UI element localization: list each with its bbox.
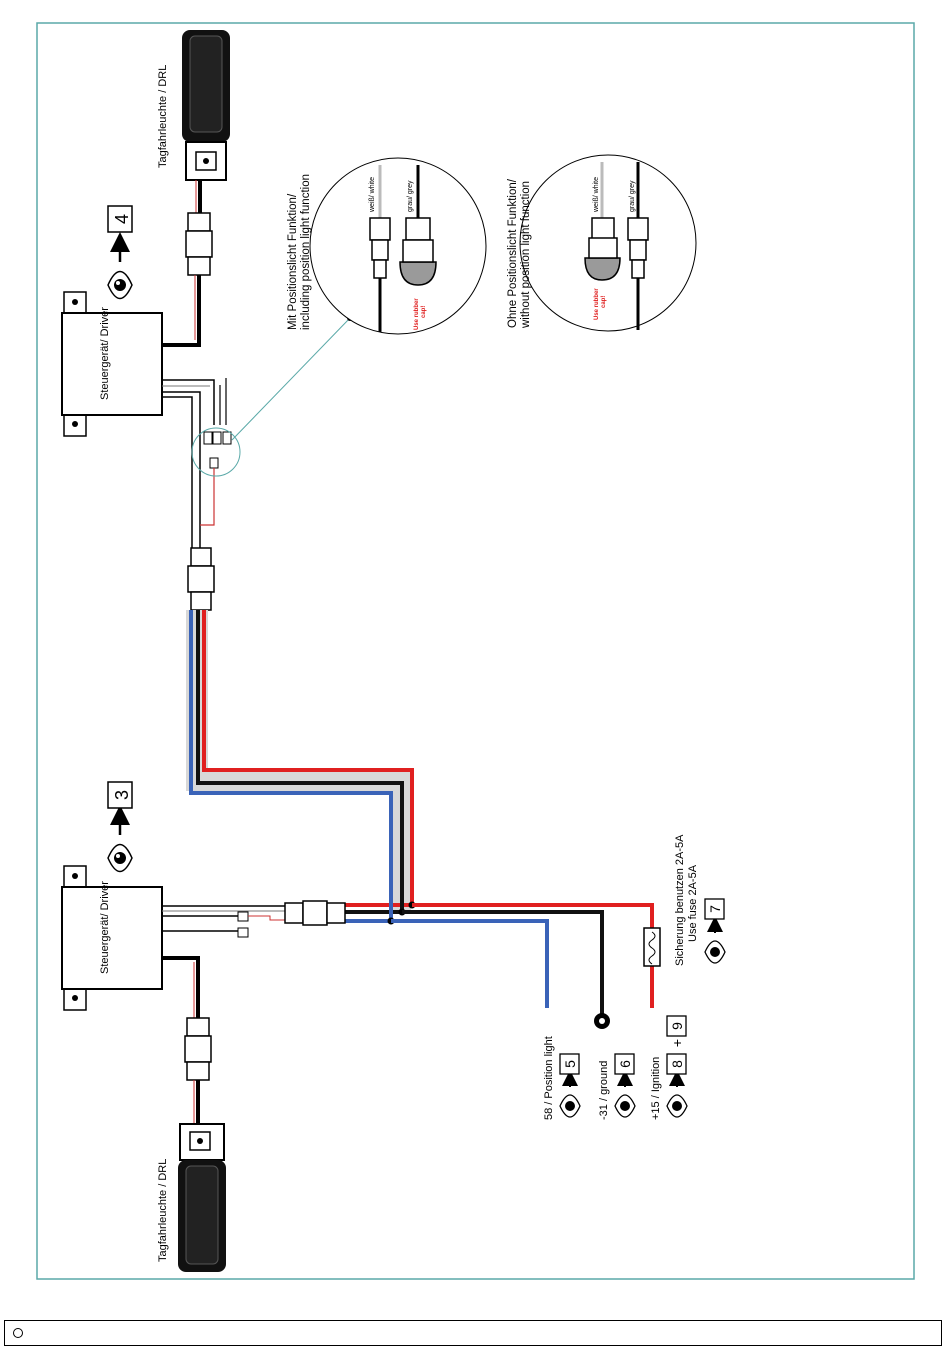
step-number-7: 7 [707,905,723,913]
position-light-label: 58 / Position light [543,1036,555,1120]
inset1-white-label: weiß/ white [369,177,376,213]
inset2-rubber-cap-2: cap! [601,296,607,308]
step-number-4: 4 [112,214,132,224]
step-box-9 [666,1015,687,1037]
main-harness [186,610,654,1014]
main-connector-top [187,547,215,611]
eye-icon [107,843,133,873]
inset2-subtitle: without position light function [520,181,532,329]
bottom-driver-wires [162,900,346,938]
footer-circle-icon [13,1328,23,1338]
eye-icon [704,940,726,964]
inset1-title: Mit Positionslicht Funktion/ [287,193,299,330]
step-box-7 [704,898,725,920]
inset1-rubber-cap-2: cap! [421,306,427,318]
fuse-icon [643,927,661,967]
inset1-rubber-cap-1: Use rubber [414,298,420,330]
step-number-9: 9 [669,1022,685,1030]
eye-icon [614,1094,636,1118]
eye-icon [666,1094,688,1118]
driver-label-bottom: Steuergerät/ Driver [99,881,111,974]
drl-connector-top [162,180,213,347]
step-number-3: 3 [112,790,132,800]
step-box-5 [559,1053,580,1075]
step-number-5: 5 [562,1060,578,1068]
driver-label-top: Steuergerät/ Driver [99,307,111,400]
inset2-title: Ohne Positionslicht Funktion/ [507,178,519,328]
step-box-4 [107,205,133,233]
diagram-frame [36,22,915,1280]
eye-icon [107,270,133,300]
inset2-white-label: weiß/ white [593,177,600,213]
inset1-grey-label: grau/ grey [407,180,414,212]
step-number-8: 8 [669,1060,685,1068]
inset1-subtitle: including position light function [300,174,312,330]
driver-box-top [61,291,163,437]
driver-box-bottom [61,865,163,1011]
top-driver-output-wires [162,378,241,550]
ignition-label: +15 / Ignition [650,1057,662,1120]
ground-ring-icon [594,1013,610,1029]
drl-connector-bottom [162,956,212,1128]
drl-lamp-bottom [178,1123,226,1272]
step-box-3 [107,781,133,809]
drl-label-bottom: Tagfahrleuchte / DRL [157,1159,169,1262]
drl-label-top: Tagfahrleuchte / DRL [157,65,169,168]
footer-box [4,1320,942,1346]
eye-icon [559,1094,581,1118]
step-box-8 [666,1053,687,1075]
inset2-grey-label: grau/ grey [629,180,636,212]
step-number-6: 6 [617,1060,633,1068]
inset2-rubber-cap-1: Use rubber [594,288,600,320]
drl-lamp-top [182,30,230,181]
inset-without-position-light [519,154,697,332]
fuse-label-en: Use fuse 2A-5A [687,864,699,942]
ground-label: -31 / ground [598,1061,610,1120]
step-box-6 [614,1053,635,1075]
fuse-label-de: Sicherung benutzen 2A-5A [674,834,686,966]
inset-with-position-light [309,157,487,335]
zoom-leader-line [231,317,351,441]
plus-sign: + [669,1039,685,1047]
